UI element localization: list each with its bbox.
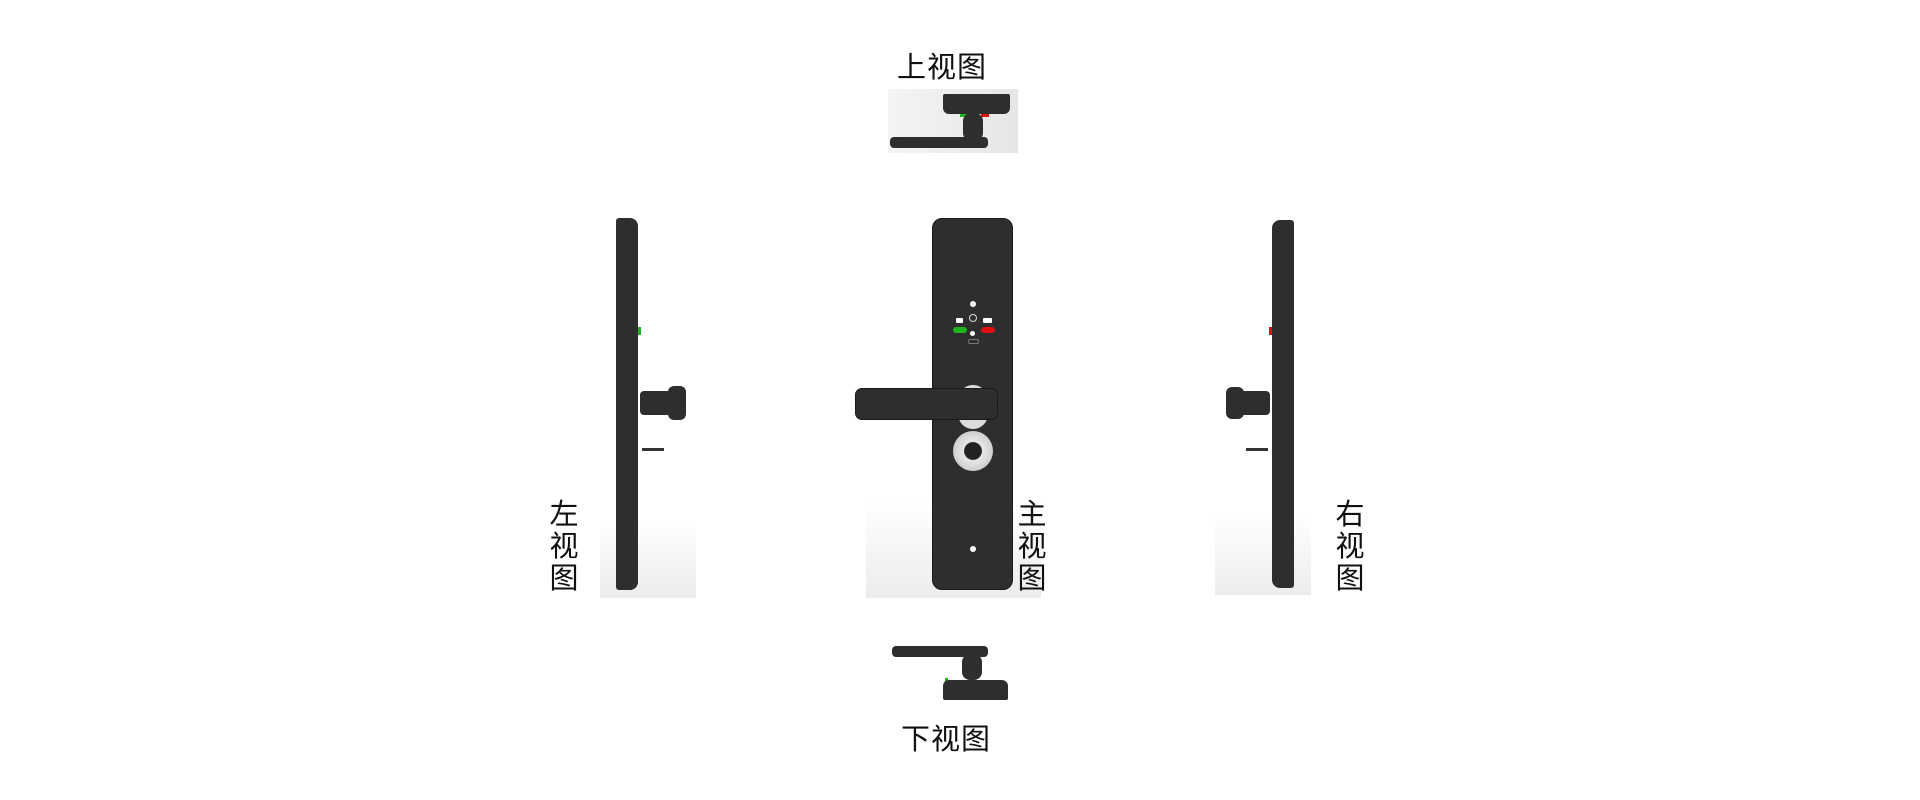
key-cylinder [953, 431, 993, 471]
bottom-view-image [888, 640, 1018, 702]
unlock-icon [956, 318, 963, 323]
red-led [981, 327, 995, 333]
left-side-plate [616, 218, 638, 590]
right-view-shadow [1215, 515, 1311, 595]
green-led [953, 327, 967, 333]
bottom-view-label: 下视图 [901, 722, 992, 756]
left-view-label: 左视图 [549, 497, 579, 595]
reset-icon [969, 314, 977, 322]
right-view-label: 右视图 [1335, 497, 1365, 595]
lock-icon [983, 318, 992, 323]
left-side-knob [640, 391, 672, 415]
left-view-shadow [600, 520, 696, 598]
right-side-plate [1272, 220, 1294, 588]
lock-handle[interactable] [855, 388, 998, 420]
top-view-label: 上视图 [897, 50, 988, 84]
main-view-label: 主视图 [1017, 497, 1047, 595]
top-view-image [888, 89, 1018, 153]
